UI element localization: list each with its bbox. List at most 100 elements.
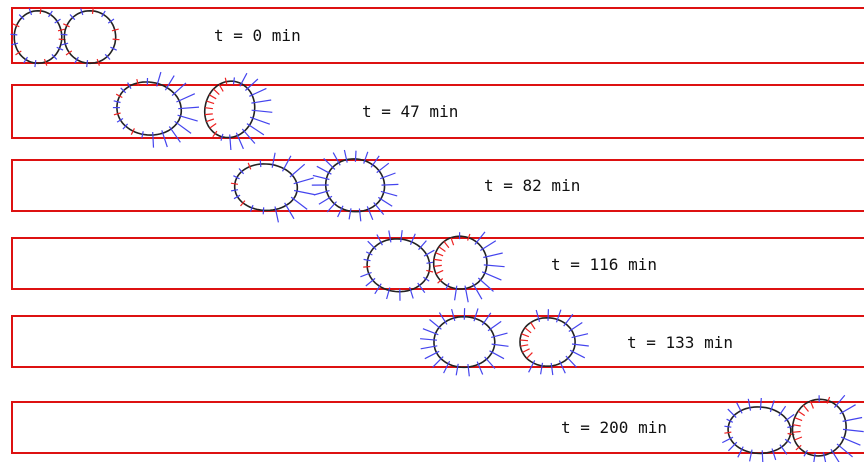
force-bar bbox=[113, 100, 121, 104]
force-bar bbox=[233, 175, 240, 180]
cell bbox=[230, 152, 315, 223]
force-bar bbox=[565, 355, 577, 368]
force-bar bbox=[386, 287, 391, 300]
cell-outline bbox=[233, 163, 299, 212]
channel-rect bbox=[11, 84, 864, 139]
force-bar bbox=[727, 441, 738, 452]
force-bar bbox=[176, 93, 196, 103]
force-bar bbox=[365, 277, 376, 287]
force-bar bbox=[86, 60, 89, 68]
force-bar bbox=[769, 400, 775, 413]
force-bar bbox=[363, 258, 371, 262]
force-bar bbox=[771, 448, 777, 461]
force-bar bbox=[57, 28, 65, 32]
force-bar bbox=[479, 240, 497, 252]
force-bar bbox=[826, 396, 831, 404]
force-bar bbox=[429, 319, 442, 330]
time-label: t = 0 min bbox=[214, 26, 301, 45]
force-bar bbox=[423, 249, 435, 257]
force-bar bbox=[483, 252, 503, 259]
force-bar bbox=[450, 237, 455, 246]
cell bbox=[791, 394, 864, 462]
force-bar bbox=[381, 183, 399, 186]
force-bar bbox=[152, 131, 155, 148]
force-bar bbox=[115, 93, 123, 99]
force-bar bbox=[101, 10, 106, 18]
force-bar bbox=[528, 360, 536, 373]
cell-outline bbox=[519, 316, 576, 368]
force-bar bbox=[112, 38, 120, 41]
force-bar bbox=[454, 285, 458, 301]
force-bar bbox=[337, 205, 344, 218]
force-bar bbox=[569, 349, 586, 359]
force-bar bbox=[61, 42, 69, 46]
force-bar bbox=[110, 46, 117, 51]
force-bar bbox=[747, 398, 752, 411]
force-bar bbox=[238, 168, 245, 175]
cell bbox=[60, 6, 120, 68]
force-bar bbox=[437, 278, 444, 284]
force-bar bbox=[212, 130, 218, 138]
force-bar bbox=[400, 230, 403, 243]
force-bar bbox=[206, 118, 215, 123]
force-bar bbox=[204, 107, 213, 110]
force-bar bbox=[233, 194, 241, 200]
force-bar bbox=[230, 182, 238, 185]
force-bar bbox=[326, 201, 337, 213]
force-bar bbox=[803, 449, 808, 457]
force-bar bbox=[239, 72, 248, 87]
cell bbox=[360, 230, 435, 301]
force-bar bbox=[127, 82, 132, 89]
force-bar bbox=[822, 452, 827, 462]
time-label: t = 47 min bbox=[362, 102, 458, 121]
force-bar bbox=[550, 362, 554, 376]
cell bbox=[112, 71, 200, 148]
force-bar bbox=[156, 71, 162, 87]
force-bar bbox=[332, 152, 341, 166]
channel-frame-0: t = 0 min bbox=[11, 7, 864, 64]
force-bar bbox=[491, 343, 509, 347]
force-bar bbox=[380, 190, 398, 197]
force-bar bbox=[779, 444, 788, 455]
force-bar bbox=[724, 431, 732, 434]
force-bar bbox=[451, 308, 456, 322]
force-bar bbox=[363, 151, 369, 164]
force-bar bbox=[522, 348, 530, 353]
force-bar bbox=[312, 174, 330, 181]
force-bar bbox=[206, 100, 215, 105]
force-bar bbox=[120, 87, 127, 94]
force-bar bbox=[535, 309, 541, 322]
force-bar bbox=[483, 264, 505, 268]
force-bar bbox=[28, 8, 33, 16]
channel-frame-3: t = 116 min bbox=[11, 237, 864, 290]
force-bar bbox=[374, 283, 382, 295]
force-bar bbox=[130, 128, 135, 135]
force-bar bbox=[168, 126, 181, 143]
time-label: t = 200 min bbox=[561, 418, 667, 437]
force-bar bbox=[281, 155, 292, 172]
cells-layer bbox=[10, 6, 864, 462]
force-bar bbox=[426, 269, 434, 273]
force-bar bbox=[435, 269, 444, 275]
force-bar bbox=[737, 446, 744, 458]
channel-frame-1: t = 47 min bbox=[11, 84, 864, 139]
force-bar bbox=[420, 345, 438, 350]
force-bar bbox=[171, 82, 187, 97]
force-bar bbox=[376, 162, 390, 174]
force-bar bbox=[69, 14, 76, 21]
force-bar bbox=[467, 233, 471, 241]
force-bar bbox=[487, 320, 502, 332]
force-bar bbox=[524, 327, 532, 334]
force-bar bbox=[379, 172, 396, 180]
force-bar bbox=[464, 285, 469, 303]
force-bar bbox=[348, 208, 352, 220]
force-bar bbox=[471, 282, 483, 300]
force-bar bbox=[323, 157, 336, 170]
force-bar bbox=[240, 200, 246, 207]
cell-outline bbox=[63, 9, 117, 65]
force-bar bbox=[235, 132, 244, 150]
force-bar bbox=[455, 363, 459, 376]
force-bar bbox=[343, 149, 348, 163]
force-bar bbox=[571, 333, 589, 339]
